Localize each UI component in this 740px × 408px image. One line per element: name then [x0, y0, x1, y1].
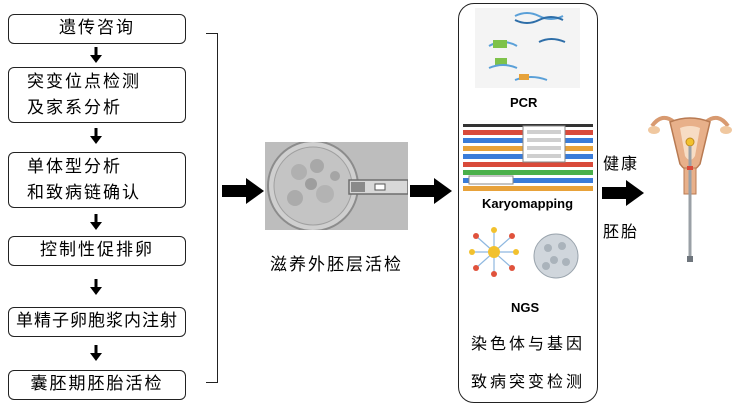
trophectoderm-biopsy-image: [265, 142, 408, 230]
step-label: 遗传咨询: [59, 18, 135, 38]
step-label: 控制性促排卵: [40, 240, 154, 260]
step-label-line1: 单体型分析: [27, 157, 122, 177]
pcr-label: PCR: [510, 95, 538, 110]
step-icsi: 单精子卵胞浆内注射: [8, 307, 186, 337]
down-arrow-icon: [90, 279, 102, 295]
right-arrow-icon: [410, 178, 452, 204]
step-genetic-counseling: 遗传咨询: [8, 14, 186, 44]
detection-summary-line1: 染色体与基因: [470, 334, 585, 353]
right-arrow-icon: [602, 180, 644, 206]
ngs-diagram-image: [466, 222, 584, 288]
pcr-diagram-image: [475, 8, 580, 88]
step-blastocyst-biopsy: 囊胚期胚胎活检: [8, 370, 186, 400]
step-label: 囊胚期胚胎活检: [30, 374, 164, 394]
outcome-label-healthy: 健康: [603, 154, 640, 173]
step-label: 单精子卵胞浆内注射: [16, 311, 178, 331]
down-arrow-icon: [90, 47, 102, 63]
step-label-line2: 和致病链确认: [27, 183, 141, 203]
step-label-line1: 突变位点检测: [27, 72, 141, 92]
biopsy-caption: 滋养外胚层活检: [270, 255, 403, 275]
karyomapping-diagram-image: [463, 118, 593, 193]
step-mutation-detection: 突变位点检测 及家系分析: [8, 67, 186, 123]
outcome-label-embryo: 胚胎: [603, 222, 640, 241]
right-arrow-icon: [222, 178, 264, 204]
karyomapping-label: Karyomapping: [482, 196, 574, 211]
step-ovarian-stimulation: 控制性促排卵: [8, 236, 186, 266]
down-arrow-icon: [90, 214, 102, 230]
detection-summary-line2: 致病突变检测: [470, 372, 585, 391]
down-arrow-icon: [90, 345, 102, 361]
uterus-transfer-illustration: [648, 115, 732, 262]
step-label-line2: 及家系分析: [27, 98, 122, 118]
step-haplotype-analysis: 单体型分析 和致病链确认: [8, 152, 186, 208]
down-arrow-icon: [90, 128, 102, 144]
workflow-bracket: [206, 33, 218, 383]
ngs-label: NGS: [511, 300, 540, 315]
